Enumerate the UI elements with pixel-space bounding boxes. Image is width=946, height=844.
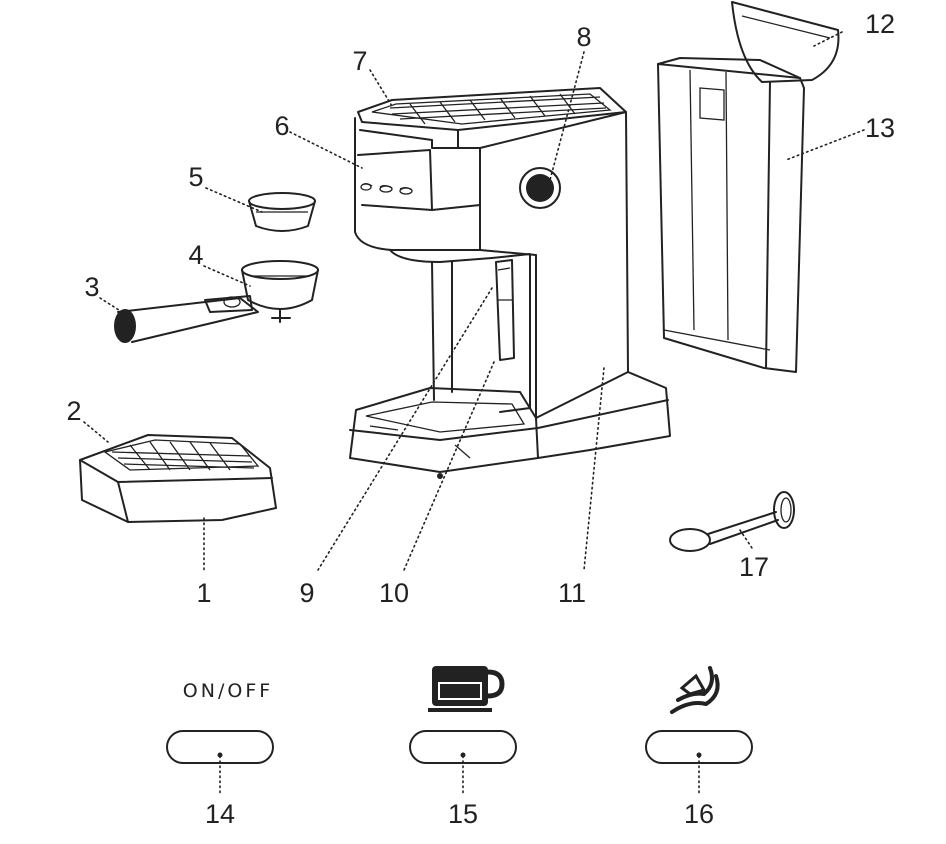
- filter-basket: [248, 192, 316, 232]
- callout-12: 12: [865, 9, 895, 39]
- callout-5: 5: [188, 162, 203, 192]
- callout-8: 8: [576, 22, 591, 52]
- callout-numbers: 1 2 3 4 5 6 7 8 9 10 11 12 13 14 15 16 1…: [66, 9, 895, 829]
- callout-1: 1: [196, 578, 211, 608]
- machine-body: [349, 87, 671, 479]
- callout-9: 9: [299, 578, 314, 608]
- callout-7: 7: [352, 46, 367, 76]
- callout-10: 10: [379, 578, 409, 608]
- on-off-label: ON/OFF: [183, 680, 273, 702]
- callout-14: 14: [205, 799, 235, 829]
- callout-2: 2: [66, 396, 81, 426]
- callout-3: 3: [84, 272, 99, 302]
- steam-button[interactable]: [645, 730, 753, 764]
- callout-17: 17: [739, 552, 769, 582]
- water-tank: [657, 1, 840, 373]
- coffee-cup-icon: [428, 666, 505, 712]
- espresso-button[interactable]: [409, 730, 517, 764]
- callout-4: 4: [188, 240, 203, 270]
- drip-tray: [79, 434, 277, 523]
- callout-15: 15: [448, 799, 478, 829]
- callout-16: 16: [684, 799, 714, 829]
- power-button[interactable]: [166, 730, 274, 764]
- callout-11: 11: [558, 578, 586, 608]
- portafilter: [114, 260, 319, 343]
- steam-icon: [670, 666, 720, 714]
- control-panel-legend: ON/OFF: [166, 666, 753, 764]
- callout-13: 13: [865, 113, 895, 143]
- callout-6: 6: [274, 111, 289, 141]
- spoon-tamper: [669, 491, 795, 552]
